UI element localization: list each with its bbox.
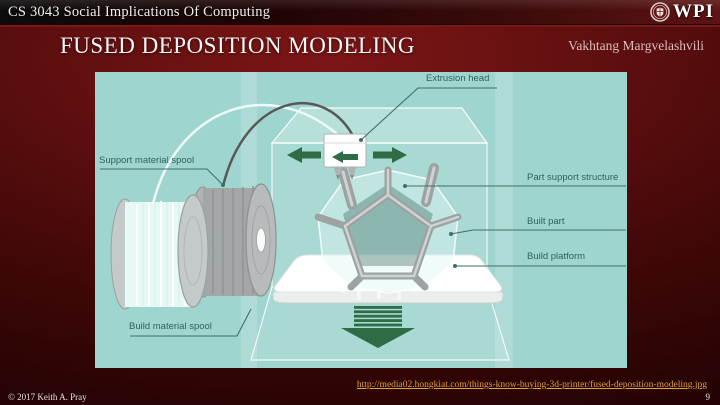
label-support-material-spool: Support material spool [99,155,195,166]
extrusion-head-graphic [287,133,407,180]
header-bar: CS 3043 Social Implications Of Computing… [0,0,720,24]
filament-spools [110,183,277,310]
header-divider [0,24,720,27]
label-build-platform: Build platform [527,251,586,262]
label-build-material-spool: Build material spool [129,321,212,332]
course-title: CS 3043 Social Implications Of Computing [8,3,271,20]
source-url-link[interactable]: http://media02.hongkiat.com/things-know-… [356,380,707,390]
wpi-shield-icon [650,2,670,22]
label-built-part: Built part [527,216,565,227]
built-part-graphic [314,163,462,294]
down-arrow-icon [341,306,415,348]
copyright-text: © 2017 Keith A. Pray [8,392,87,402]
page-number: 9 [705,392,711,402]
fdm-diagram-art [100,72,626,368]
fdm-diagram: Extrusion head Support material spool Pa… [95,72,627,368]
logo-text: WPI [673,1,714,22]
part-support-brackets [338,163,439,210]
leader-lines [100,87,626,337]
presenter-name: Vakhtang Margvelashvili [568,38,704,53]
wpi-logo: WPI [650,1,714,23]
label-extrusion-head: Extrusion head [426,73,490,84]
filament-lines [151,102,354,205]
label-part-support-structure: Part support structure [527,172,619,183]
page-title: FUSED DEPOSITION MODELING [60,33,415,58]
